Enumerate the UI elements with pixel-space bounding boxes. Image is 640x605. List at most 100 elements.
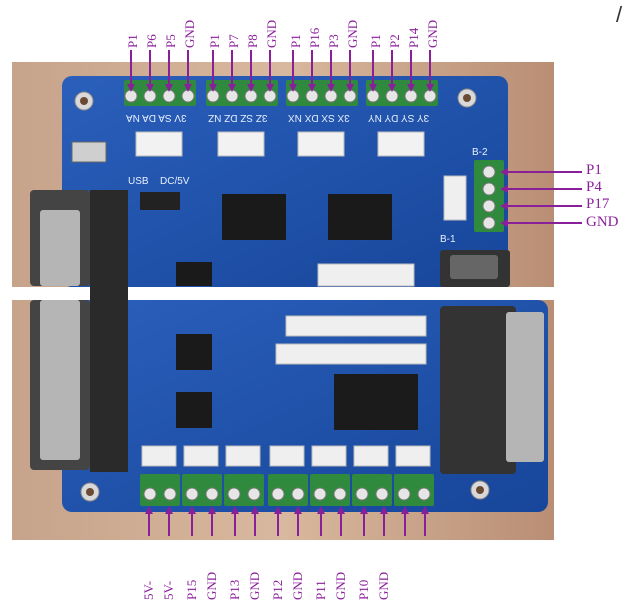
bottom-arrow-head [401, 506, 409, 514]
bottom-label-8: GND [290, 571, 305, 600]
bottom-screw [271, 487, 285, 501]
top-label-g1-3: P5 [163, 34, 178, 48]
bottom-arrow-head [208, 506, 216, 514]
bottom-white-connectors [141, 445, 431, 467]
bottom-arrow-head [251, 506, 259, 514]
bottom-arrow-head [274, 506, 282, 514]
power-switch [140, 192, 180, 210]
relay [334, 374, 418, 430]
right-screw [482, 199, 496, 213]
bottom-screw [313, 487, 327, 501]
right-label-2: P4 [586, 179, 602, 195]
db25-connector-left [30, 190, 128, 472]
top-label-g2-2: P7 [226, 34, 241, 48]
right-screw [482, 165, 496, 179]
bottom-label-7: P12 [270, 579, 285, 600]
bottom-screw [355, 487, 369, 501]
silk-connector-group4: 3Y SY DY NY [368, 112, 430, 123]
top-label-g3-1: P1 [288, 34, 303, 48]
top-arrow-head [426, 84, 434, 92]
bottom-label-1: 5V- [141, 580, 156, 600]
bottom-label-3: P15 [184, 579, 199, 600]
right-terminal-block [474, 160, 504, 232]
bottom-arrow-head [380, 506, 388, 514]
silk-connector-group3: 3X SX DX NX [288, 112, 350, 123]
bottom-screw [227, 487, 241, 501]
pin-arrows [127, 50, 582, 536]
bottom-screw [333, 487, 347, 501]
bottom-white-connector [311, 445, 347, 467]
top-arrow-head [407, 84, 415, 92]
bottom-white-connector [183, 445, 219, 467]
db25-connector-right [440, 250, 544, 474]
bottom-arrow-head [360, 506, 368, 514]
bottom-label-10: GND [333, 571, 348, 600]
bottom-white-connector [141, 445, 177, 467]
chips [176, 194, 392, 428]
right-arrow-head [500, 185, 508, 193]
bottom-label-11: P10 [356, 579, 371, 600]
top-label-g4-4: GND [425, 19, 440, 48]
top-arrow-head [369, 84, 377, 92]
top-label-g3-3: P3 [326, 34, 341, 48]
right-screw [482, 216, 496, 230]
bottom-label-2: 5V- [161, 580, 176, 600]
silk-b1: B-1 [440, 234, 456, 245]
bottom-arrow-head [337, 506, 345, 514]
mounting-holes [74, 88, 490, 502]
right-terminal-screws [482, 165, 496, 230]
top-arrow-head [184, 84, 192, 92]
bottom-label-5: P13 [227, 579, 242, 600]
bottom-arrow-head [317, 506, 325, 514]
top-arrow-head [146, 84, 154, 92]
right-arrow-head [500, 219, 508, 227]
bottom-white-connector [353, 445, 389, 467]
top-label-g2-1: P1 [207, 34, 222, 48]
top-arrow-head [209, 84, 217, 92]
top-arrow-head [289, 84, 297, 92]
bottom-screw [375, 487, 389, 501]
top-label-g4-1: P1 [368, 34, 383, 48]
right-screw [482, 182, 496, 196]
silk-connector-group2: 3Z SZ DZ NZ [208, 112, 268, 123]
right-label-4: GND [586, 214, 619, 230]
bottom-arrow-head [188, 506, 196, 514]
top-arrow-head [327, 84, 335, 92]
bottom-white-connector [225, 445, 261, 467]
bottom-arrow-head [294, 506, 302, 514]
corner-watermark: / [616, 2, 623, 27]
bottom-arrow-head [165, 506, 173, 514]
silk-b2: B-2 [472, 147, 488, 158]
bottom-screw [205, 487, 219, 501]
top-label-g1-2: P6 [144, 34, 159, 48]
top-terminal-blocks [124, 80, 438, 106]
right-label-3: P17 [586, 196, 610, 212]
bottom-arrow-head [145, 506, 153, 514]
bottom-screw [247, 487, 261, 501]
top-arrow-head [308, 84, 316, 92]
silk-dc: DC/5V [160, 176, 190, 187]
top-arrow-head [346, 84, 354, 92]
top-arrow-head [127, 84, 135, 92]
bottom-arrow-head [231, 506, 239, 514]
top-arrow-head [165, 84, 173, 92]
bottom-white-connector [269, 445, 305, 467]
top-arrow-head [388, 84, 396, 92]
top-label-g4-3: P14 [406, 27, 421, 48]
top-arrow-head [266, 84, 274, 92]
top-label-g2-4: GND [264, 19, 279, 48]
right-arrow-head [500, 168, 508, 176]
top-label-g3-4: GND [345, 19, 360, 48]
bottom-label-9: P11 [313, 580, 328, 600]
white-headers [275, 175, 467, 365]
bottom-label-12: GND [376, 571, 391, 600]
top-white-connectors [135, 131, 425, 157]
bottom-terminal-blocks [140, 474, 434, 506]
right-arrow-head [500, 202, 508, 210]
bottom-arrow-head [421, 506, 429, 514]
bottom-white-connector [395, 445, 431, 467]
top-label-g2-3: P8 [245, 34, 260, 48]
top-label-g1-1: P1 [125, 34, 140, 48]
right-label-1: P1 [586, 162, 602, 178]
